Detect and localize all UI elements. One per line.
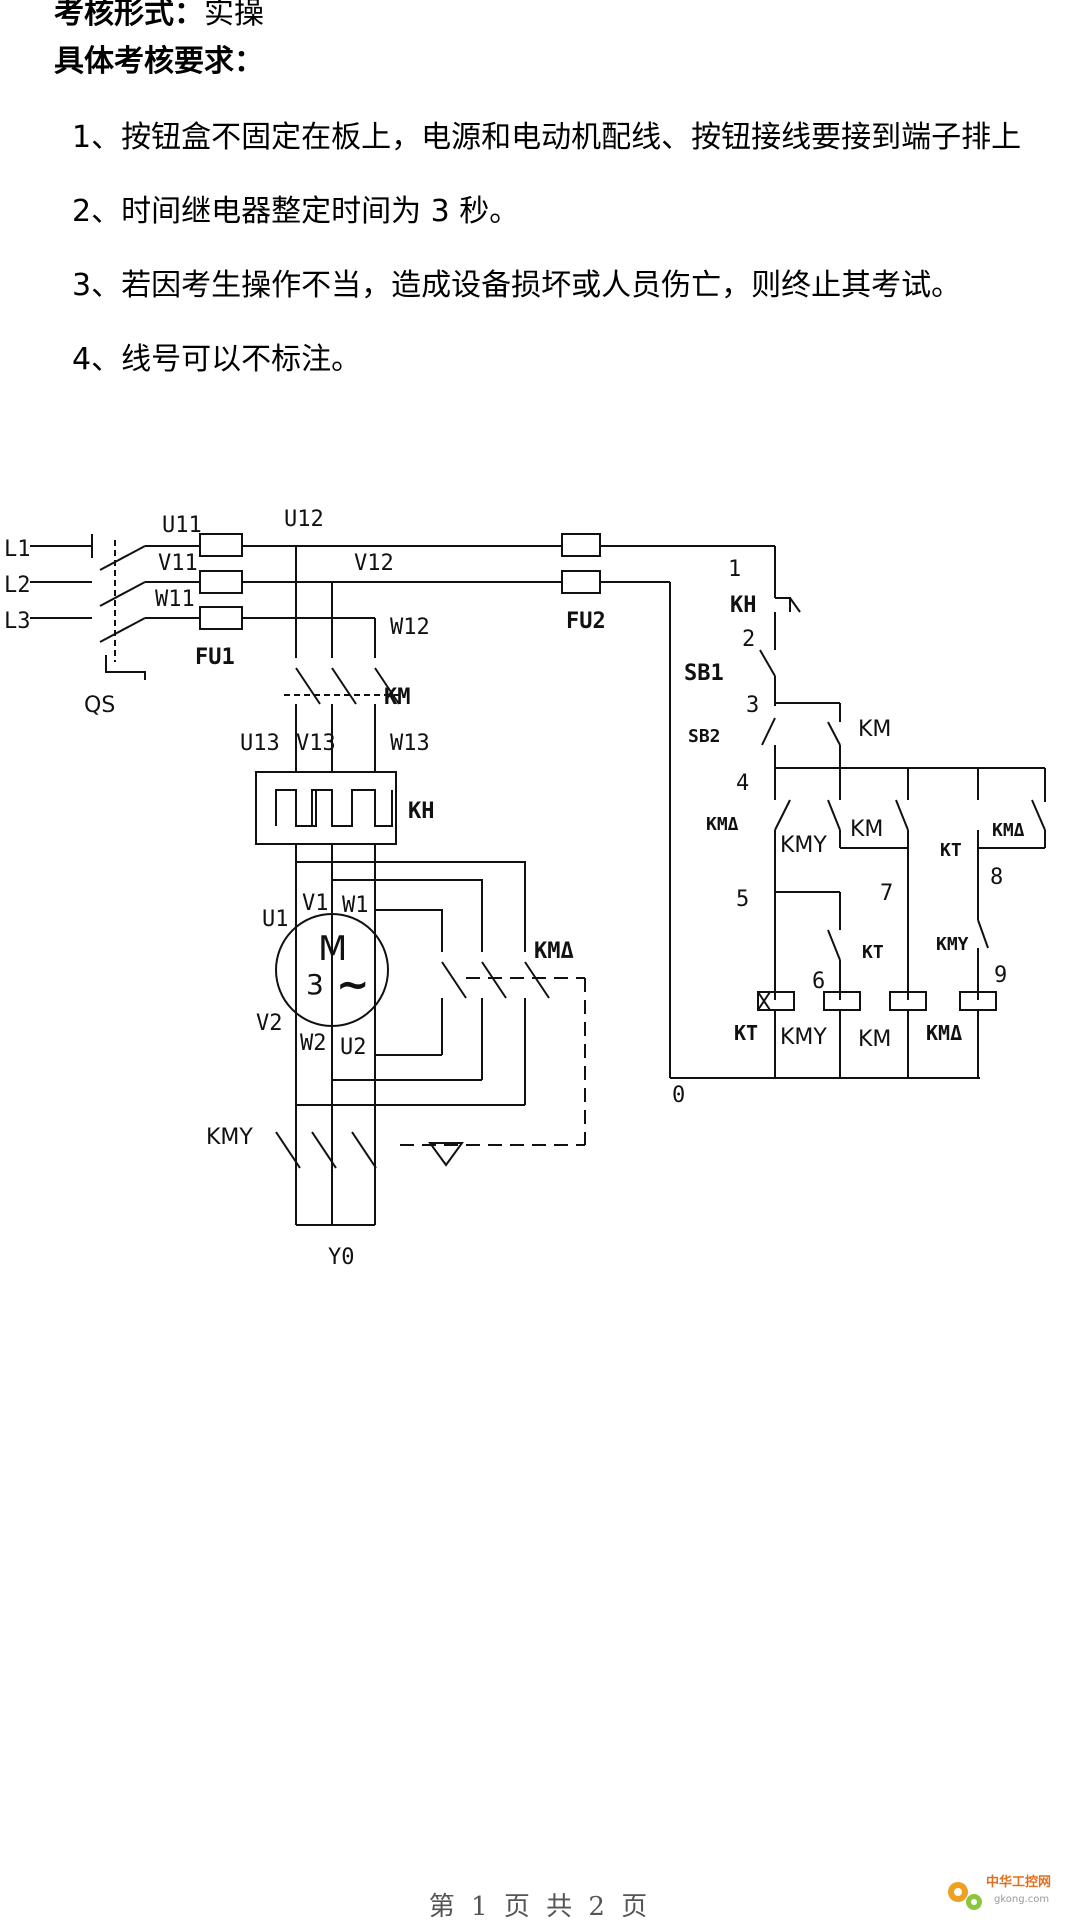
coil-label-kt: KT bbox=[734, 1021, 758, 1045]
label-kt-ctrl: KT bbox=[940, 840, 962, 861]
label-motor-m: M bbox=[318, 929, 347, 969]
label-l3: L3 bbox=[4, 609, 31, 634]
node-7: 7 bbox=[880, 881, 893, 906]
label-km-main: KM bbox=[384, 685, 411, 710]
node-0: 0 bbox=[672, 1083, 685, 1108]
label-w12: W12 bbox=[390, 615, 430, 640]
label-kt-ctrl-2: KT bbox=[862, 942, 884, 963]
label-motor-tilde: ~ bbox=[336, 962, 370, 1008]
node-6: 6 bbox=[812, 969, 825, 994]
label-kmd-ctrl: KMΔ bbox=[706, 814, 739, 835]
coil-label-km: KM bbox=[858, 1027, 891, 1052]
label-v13: V13 bbox=[296, 731, 336, 756]
label-w13: W13 bbox=[390, 731, 430, 756]
label-u1: U1 bbox=[262, 907, 289, 932]
label-kh-main: KH bbox=[408, 799, 435, 824]
gkong-logo-icon: 中华工控网 gkong.com bbox=[948, 1874, 1051, 1910]
node-4: 4 bbox=[736, 771, 749, 796]
logo-name: 中华工控网 bbox=[986, 1874, 1051, 1890]
label-v12: V12 bbox=[354, 551, 394, 576]
assessment-form-value: 实操 bbox=[204, 0, 264, 31]
label-sb1: SB1 bbox=[684, 661, 724, 686]
node-8: 8 bbox=[990, 865, 1003, 890]
label-u13: U13 bbox=[240, 731, 280, 756]
requirement-item-3: 3、若因考生操作不当，造成设备损坏或人员伤亡，则终止其考试。 bbox=[72, 268, 962, 303]
node-1: 1 bbox=[728, 557, 741, 582]
requirement-item-1: 1、按钮盒不固定在板上，电源和电动机配线、按钮接线要接到端子排上 bbox=[72, 120, 1022, 155]
label-motor-3: 3 bbox=[306, 968, 324, 1001]
label-u2: U2 bbox=[340, 1035, 367, 1060]
node-3: 3 bbox=[746, 693, 759, 718]
requirements-title: 具体考核要求： bbox=[54, 44, 264, 79]
label-v2: V2 bbox=[256, 1011, 283, 1036]
assessment-form-line: 考核形式：实操 bbox=[54, 0, 264, 32]
label-u11: U11 bbox=[162, 513, 202, 538]
label-km-ctrl-2: KM bbox=[850, 817, 883, 842]
label-w1: W1 bbox=[342, 893, 369, 918]
star-delta-circuit-diagram: L1 L2 L3 QS U11 V11 W11 FU1 U12 V12 W12 … bbox=[4, 507, 1046, 1270]
label-w2: W2 bbox=[300, 1031, 327, 1056]
label-qs: QS bbox=[84, 693, 115, 718]
coil-label-kmd: KMΔ bbox=[926, 1021, 962, 1045]
node-5: 5 bbox=[736, 887, 749, 912]
node-9: 9 bbox=[994, 963, 1007, 988]
label-y0: Y0 bbox=[328, 1245, 355, 1270]
label-kmy-ctrl: KMY bbox=[780, 833, 827, 858]
label-l2: L2 bbox=[4, 573, 31, 598]
label-fu2: FU2 bbox=[566, 609, 606, 634]
label-w11: W11 bbox=[155, 587, 195, 612]
label-u12: U12 bbox=[284, 507, 324, 532]
coil-label-kmy: KMY bbox=[780, 1025, 827, 1050]
node-2: 2 bbox=[742, 627, 755, 652]
page-footer: 第 1 页 共 2 页 bbox=[428, 1892, 652, 1922]
label-kmy-main: KMY bbox=[206, 1125, 253, 1150]
assessment-form-label: 考核形式： bbox=[54, 0, 204, 31]
label-km-ctrl: KM bbox=[858, 717, 891, 742]
label-kmd-ctrl-2: KMΔ bbox=[992, 820, 1025, 841]
requirement-item-2: 2、时间继电器整定时间为 3 秒。 bbox=[72, 194, 520, 229]
label-kmy-ctrl-2: KMY bbox=[936, 934, 969, 955]
label-kh-ctrl: KH bbox=[730, 593, 757, 618]
label-sb2: SB2 bbox=[688, 726, 721, 747]
label-v11: V11 bbox=[158, 551, 198, 576]
label-fu1: FU1 bbox=[195, 645, 235, 670]
label-l1: L1 bbox=[4, 537, 31, 562]
requirement-item-4: 4、线号可以不标注。 bbox=[72, 342, 362, 377]
label-km-delta: KMΔ bbox=[534, 939, 574, 964]
logo-domain: gkong.com bbox=[994, 1894, 1049, 1905]
label-v1: V1 bbox=[302, 891, 329, 916]
